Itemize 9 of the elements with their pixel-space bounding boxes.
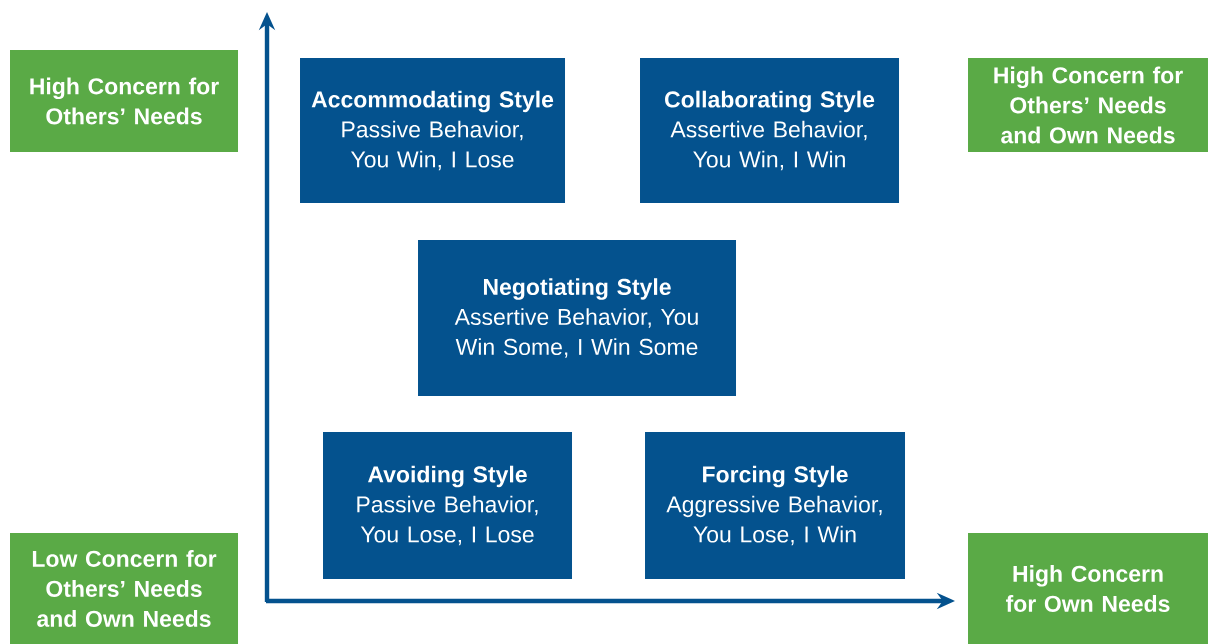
axis-label-box: Low Concern for Others’ Needs and Own Needs: [10, 533, 238, 644]
style-box: Forcing Style Aggressive Behavior, You Lose, I Win: [645, 432, 905, 579]
style-box: Avoiding Style Passive Behavior, You Lose, I Lose: [323, 432, 572, 579]
style-box: Collaborating Style Assertive Behavior, You Win, I Win: [640, 58, 899, 203]
style-box: Accommodating Style Passive Behavior, You Win, I Lose: [300, 58, 565, 203]
axis-label-box: High Concern for Others’ Needs: [10, 50, 238, 152]
axis-label-box: High Concern for Own Needs: [968, 533, 1208, 644]
axis-label-box: High Concern for Others’ Needs and Own Needs: [968, 58, 1208, 152]
style-box: Negotiating Style Assertive Behavior, You Win Some, I Win Some: [418, 240, 736, 396]
